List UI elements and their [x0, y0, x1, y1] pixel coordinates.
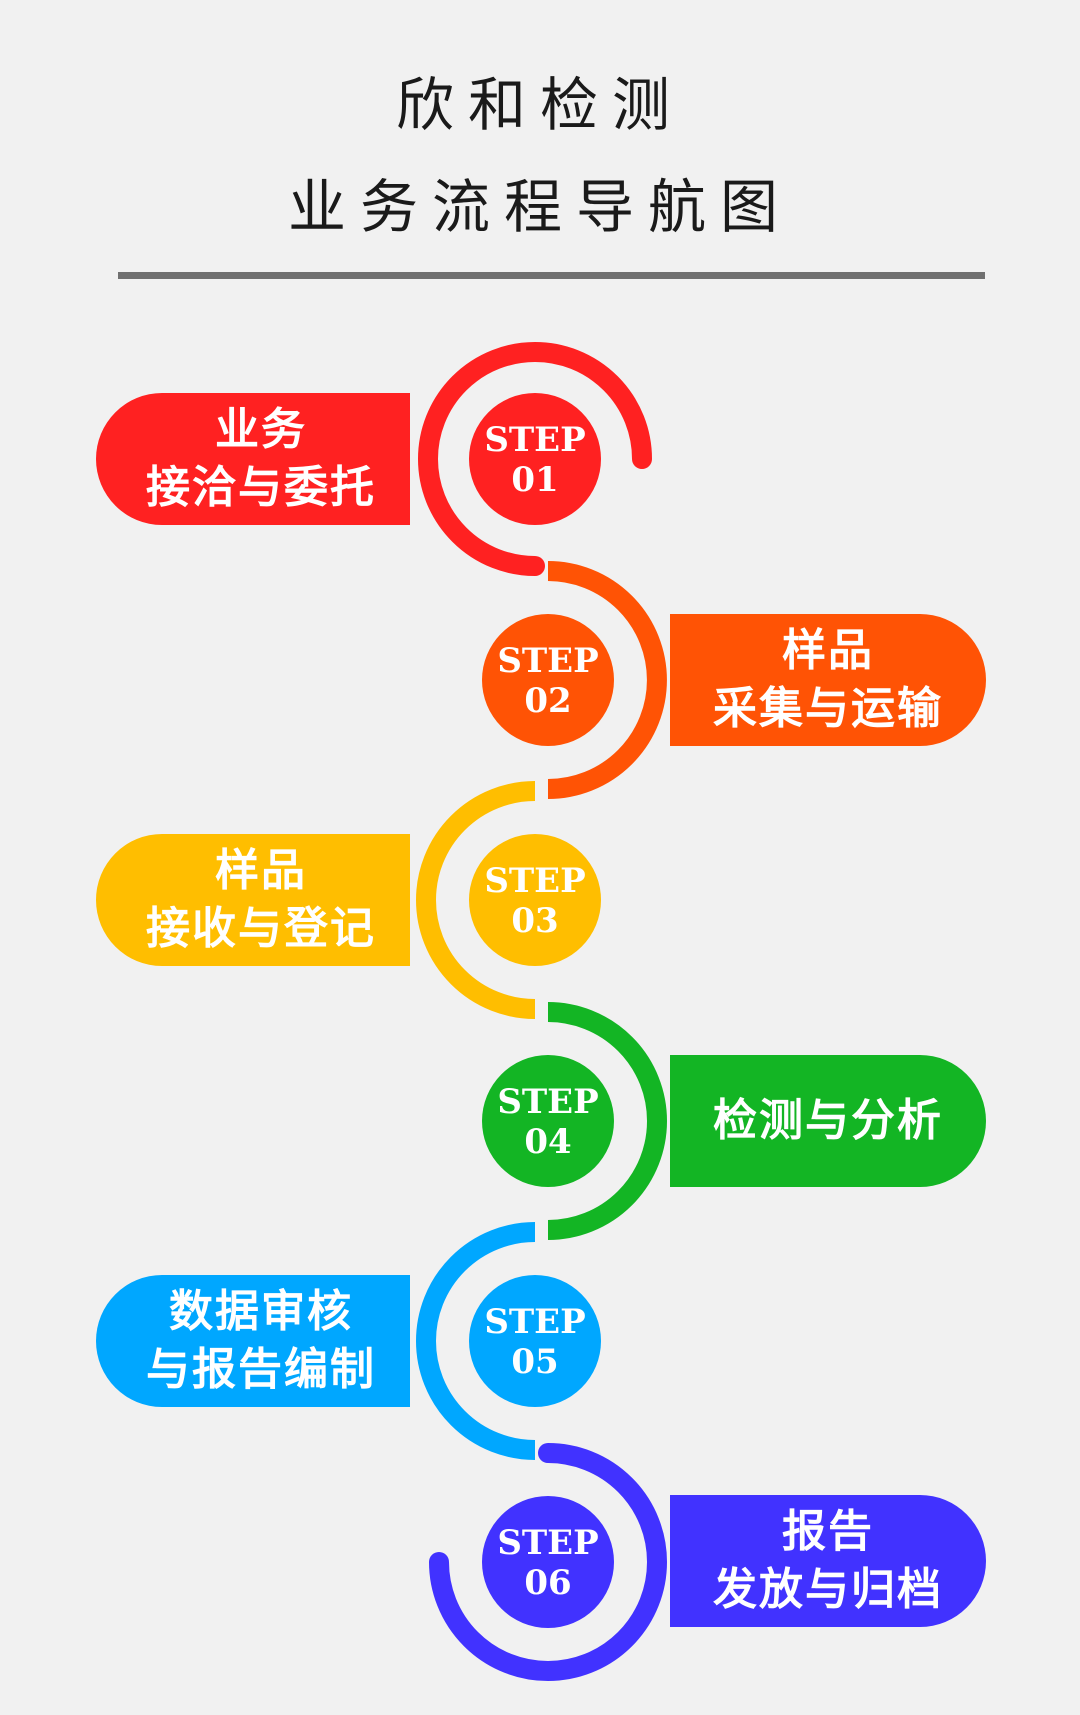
step-06-badge-word: STEP	[497, 1523, 599, 1563]
step-04-group	[482, 1002, 986, 1240]
step-06-badge-text: STEP 06	[483, 1523, 613, 1603]
step-01-group	[96, 342, 652, 576]
step-05-badge-word: STEP	[484, 1302, 586, 1342]
step-06-pill[interactable]	[670, 1495, 986, 1627]
step-01-label-line1: 业务	[215, 404, 307, 455]
step-02-arc	[547, 561, 667, 799]
step-06-label: 报告 发放与归档	[678, 1503, 978, 1619]
step-02-label: 样品 采集与运输	[678, 622, 978, 738]
step-03-pill[interactable]	[96, 834, 410, 966]
step-01-badge[interactable]	[469, 393, 601, 525]
step-05-arc	[416, 1222, 536, 1460]
step-05-label-line1: 数据审核	[169, 1286, 353, 1337]
step-05-badge[interactable]	[469, 1275, 601, 1407]
step-03-label-line2: 接收与登记	[146, 903, 376, 954]
step-03-group	[96, 781, 601, 1019]
step-04-arc	[547, 1002, 667, 1240]
step-04-label: 检测与分析	[678, 1092, 978, 1150]
step-03-badge-number: 03	[511, 901, 559, 941]
step-05-badge-number: 05	[511, 1342, 559, 1382]
step-03-badge[interactable]	[469, 834, 601, 966]
step-04-badge-word: STEP	[497, 1082, 599, 1122]
step-03-badge-text: STEP 03	[470, 861, 600, 941]
step-01-badge-number: 01	[511, 460, 559, 500]
step-04-badge-number: 04	[524, 1122, 572, 1162]
step-06-label-line2: 发放与归档	[713, 1564, 943, 1615]
step-03-arc	[416, 781, 536, 1019]
step-02-badge[interactable]	[482, 614, 614, 746]
title-line-1: 欣和检测	[395, 71, 684, 139]
step-03-label-line1: 样品	[215, 845, 307, 896]
step-02-badge-number: 02	[524, 681, 572, 721]
step-02-pill[interactable]	[670, 614, 986, 746]
step-01-label: 业务 接洽与委托	[120, 401, 402, 517]
step-02-label-line1: 样品	[782, 625, 874, 676]
step-06-badge[interactable]	[482, 1496, 614, 1628]
step-05-group	[96, 1222, 601, 1460]
step-03-label: 样品 接收与登记	[120, 842, 402, 958]
step-06-badge-number: 06	[524, 1563, 572, 1603]
step-05-badge-text: STEP 05	[470, 1302, 600, 1382]
title-line-2: 业务流程导航图	[287, 173, 792, 241]
step-04-badge-text: STEP 04	[483, 1082, 613, 1162]
step-04-label-line1: 检测与分析	[713, 1095, 943, 1146]
step-02-group	[482, 561, 986, 799]
step-03-badge-word: STEP	[484, 861, 586, 901]
step-02-badge-text: STEP 02	[483, 641, 613, 721]
step-01-arc	[418, 342, 652, 576]
title-divider	[118, 272, 985, 279]
step-06-arc	[429, 1443, 667, 1681]
step-05-pill[interactable]	[96, 1275, 410, 1407]
step-02-label-line2: 采集与运输	[713, 683, 943, 734]
step-04-pill[interactable]	[670, 1055, 986, 1187]
step-05-label-line2: 与报告编制	[146, 1344, 376, 1395]
step-02-badge-word: STEP	[497, 641, 599, 681]
step-01-badge-text: STEP 01	[470, 420, 600, 500]
step-06-group	[429, 1443, 986, 1681]
step-01-pill[interactable]	[96, 393, 410, 525]
step-04-badge[interactable]	[482, 1055, 614, 1187]
step-06-label-line1: 报告	[782, 1506, 874, 1557]
step-05-label: 数据审核 与报告编制	[120, 1283, 402, 1399]
step-01-badge-word: STEP	[484, 420, 586, 460]
step-01-label-line2: 接洽与委托	[146, 462, 376, 513]
